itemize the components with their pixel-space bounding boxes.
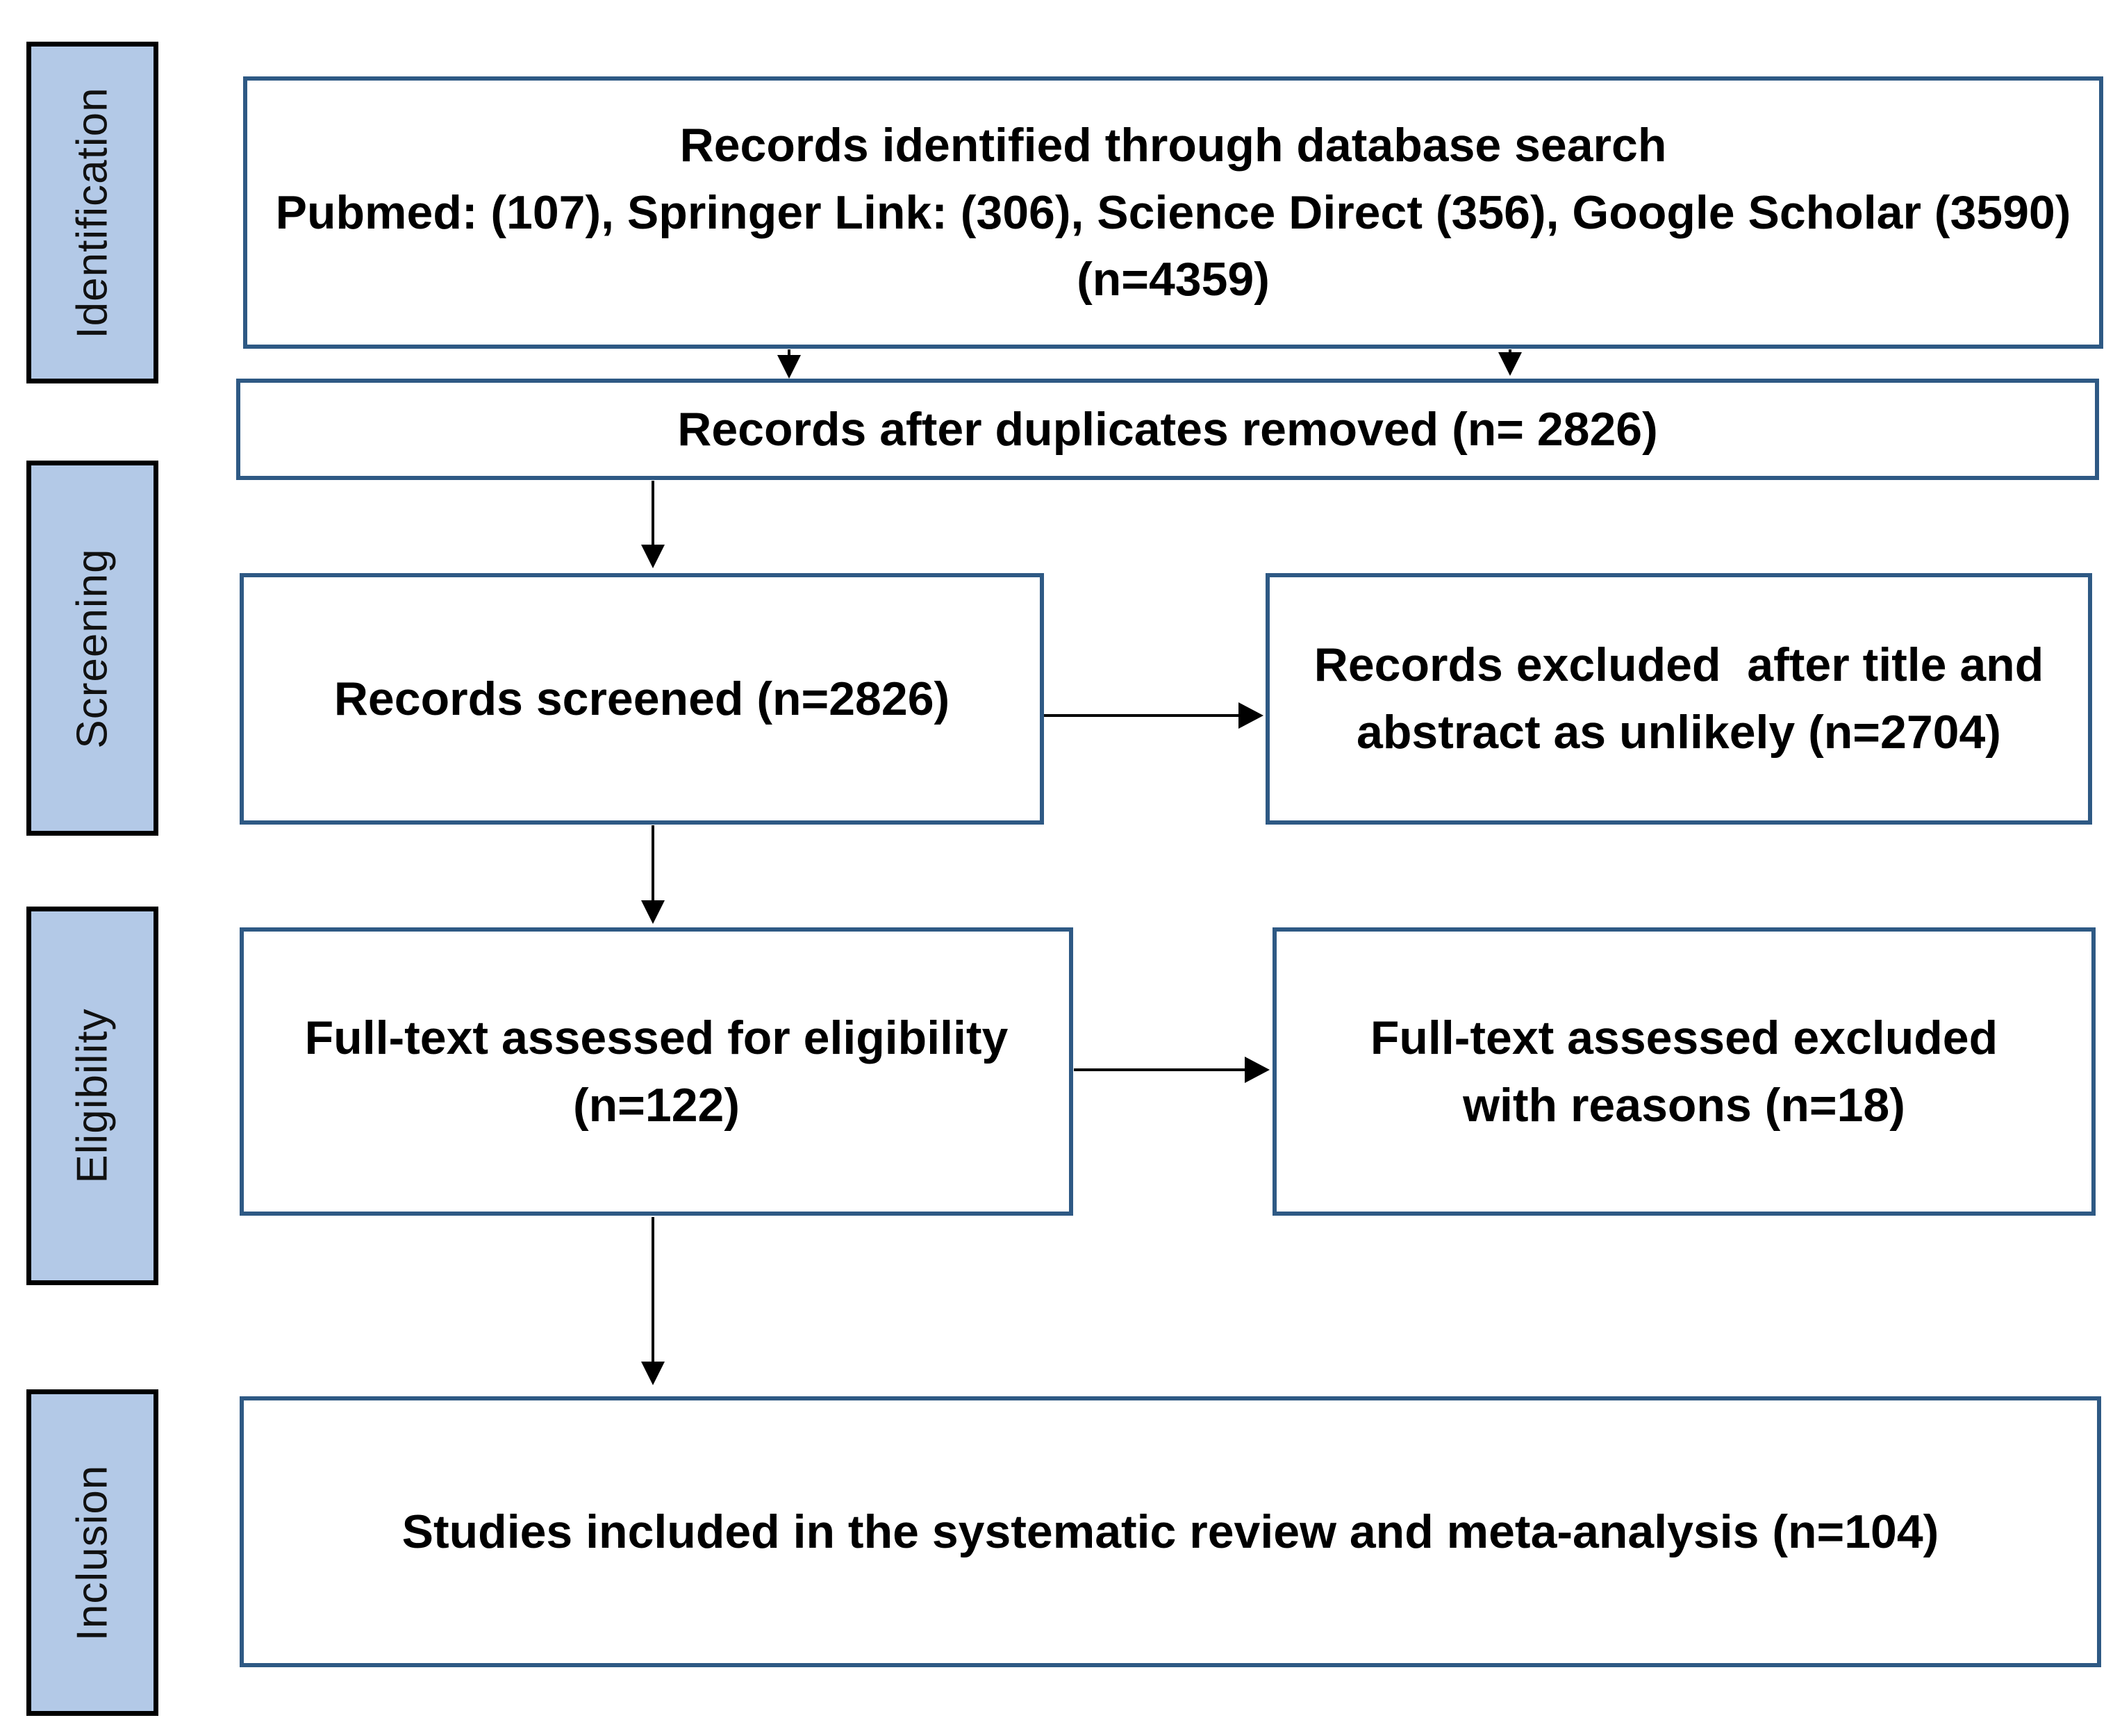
box-studies-included-text: Studies included in the systematic revie…: [384, 1498, 1957, 1566]
box-fulltext-excluded-text: Full-text assessed excluded with reasons…: [1352, 1005, 2016, 1139]
arrow-screened-to-excluded: [1044, 714, 1240, 717]
box-fulltext-excluded: Full-text assessed excluded with reasons…: [1273, 927, 2096, 1216]
box-records-identified: Records identified through database sear…: [243, 76, 2103, 349]
box-records-identified-line2: Pubmed: (107), Springer Link: (306), Sci…: [275, 185, 2071, 239]
box-fulltext-eligibility-line2: (n=122): [572, 1078, 740, 1132]
arrow-duplicates-to-screened: [652, 481, 654, 547]
box-records-identified-text: Records identified through database sear…: [258, 112, 2089, 313]
stage-label-inclusion: Inclusion: [26, 1389, 158, 1716]
box-fulltext-eligibility: Full-text assessed for eligibility (n=12…: [240, 927, 1073, 1216]
box-records-excluded-title-abstract: Records excluded after title and abstrac…: [1266, 573, 2092, 825]
arrow-identified-to-duplicates-left: [788, 349, 790, 358]
arrow-identified-to-duplicates-right: [1509, 349, 1511, 355]
box-records-excluded-title-abstract-line1: Records excluded after title and: [1313, 638, 2044, 692]
box-studies-included-line1: Studies included in the systematic revie…: [401, 1505, 1939, 1558]
stage-label-screening: Screening: [26, 461, 158, 836]
box-records-identified-line1: Records identified through database sear…: [679, 119, 1667, 172]
box-records-excluded-title-abstract-text: Records excluded after title and abstrac…: [1296, 631, 2062, 766]
arrow-eligibility-to-excluded: [1074, 1068, 1246, 1071]
stage-label-eligibility: Eligibility: [26, 907, 158, 1285]
box-records-excluded-title-abstract-line2: abstract as unlikely (n=2704): [1357, 706, 2001, 759]
box-records-after-duplicates-line1: Records after duplicates removed (n= 282…: [677, 402, 1658, 456]
stage-label-identification: Identification: [26, 42, 158, 383]
box-studies-included: Studies included in the systematic revie…: [240, 1396, 2101, 1667]
stage-label-eligibility-text: Eligibility: [68, 1008, 117, 1184]
box-records-identified-line3: (n=4359): [1077, 253, 1270, 306]
box-fulltext-excluded-line1: Full-text assessed excluded: [1370, 1011, 1998, 1064]
arrow-screened-to-fulltext: [652, 825, 654, 903]
stage-label-inclusion-text: Inclusion: [68, 1464, 117, 1641]
box-fulltext-eligibility-line1: Full-text assessed for eligibility: [304, 1011, 1009, 1064]
box-fulltext-excluded-line2: with reasons (n=18): [1463, 1078, 1905, 1132]
arrow-eligibility-to-included: [652, 1217, 654, 1364]
box-records-screened-line1: Records screened (n=2826): [333, 672, 950, 725]
box-records-screened: Records screened (n=2826): [240, 573, 1044, 825]
box-records-screened-text: Records screened (n=2826): [316, 666, 968, 733]
stage-label-screening-text: Screening: [68, 547, 117, 749]
stage-label-identification-text: Identification: [68, 86, 117, 339]
box-records-after-duplicates-text: Records after duplicates removed (n= 282…: [659, 396, 1676, 463]
box-records-after-duplicates: Records after duplicates removed (n= 282…: [236, 379, 2099, 480]
box-fulltext-eligibility-text: Full-text assessed for eligibility (n=12…: [287, 1005, 1027, 1139]
